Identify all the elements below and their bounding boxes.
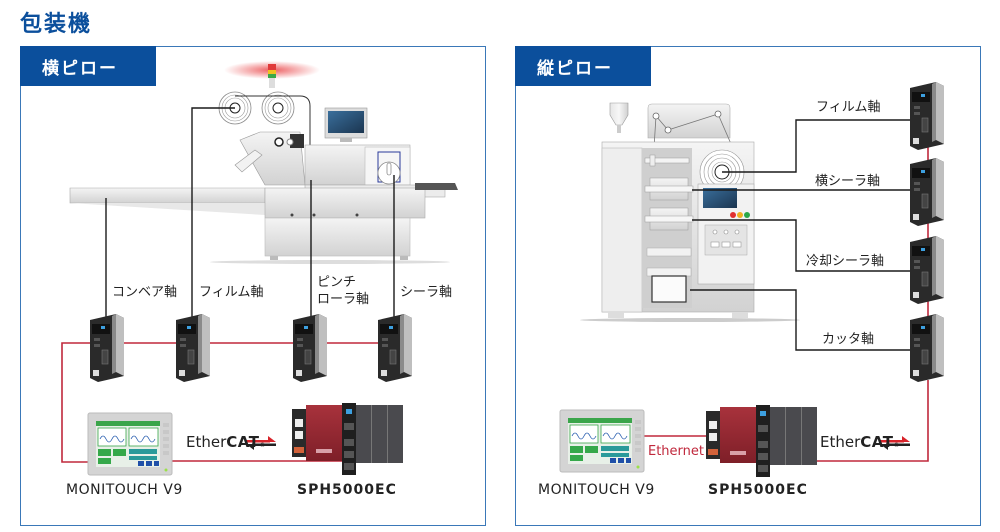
cooling-sealer-axis-line <box>692 219 910 272</box>
ethernet-label: Ethernet <box>648 444 704 459</box>
panel-tab-label: 縦ピロー <box>537 58 613 79</box>
plc-sph5000ec-icon <box>291 402 404 476</box>
ethercat-logo-prefix: Ether <box>820 433 861 451</box>
ethercat-logo-suffix: CAT <box>860 433 894 451</box>
ethercat-logo-suffix: CAT <box>226 433 260 451</box>
hmi-monitouch-icon <box>87 412 173 476</box>
axis-label-cutter: カッタ軸 <box>822 332 875 347</box>
ethercat-logo-mark: ® <box>259 442 266 449</box>
ethercat-logo-prefix: Ether <box>186 433 227 451</box>
servo-amplifier-icon <box>292 313 328 383</box>
machine-monitor-icon <box>703 188 737 208</box>
servo-amplifier-icon <box>89 313 125 383</box>
vertical-pillow-machine <box>580 102 800 322</box>
axis-label-film: フィルム軸 <box>816 100 881 115</box>
vertical-pillow-panel: 縦ピロー <box>515 46 981 526</box>
hmi-label: MONITOUCH V9 <box>66 482 183 498</box>
panel-tab-label: 横ピロー <box>42 58 118 79</box>
panel-tab-vertical-pillow: 縦ピロー <box>515 46 651 86</box>
page-title: 包装機 <box>20 12 93 37</box>
servo-amplifier-icon <box>377 313 413 383</box>
servo-amplifier-icon <box>909 157 945 227</box>
left-ethercat-line-a <box>61 342 97 463</box>
axis-label-line: ローラ軸 <box>317 292 370 307</box>
left-axis-signal-lines <box>105 107 395 318</box>
horizontal-pillow-machine <box>69 61 458 264</box>
ethercat-logo: EtherCAT® <box>820 433 899 451</box>
servo-amplifier-icon <box>909 235 945 305</box>
cutter-axis-line <box>690 289 910 351</box>
plc-sph5000ec-icon <box>705 404 818 478</box>
hmi-label: MONITOUCH V9 <box>538 482 655 498</box>
axis-label-cooling-sealer: 冷却シーラ軸 <box>806 254 885 269</box>
axis-label-line: ピンチ <box>317 275 357 290</box>
axis-label-horizontal-sealer: 横シーラ軸 <box>815 174 881 189</box>
hmi-monitouch-icon <box>559 409 645 473</box>
panel-tab-horizontal-pillow: 横ピロー <box>20 46 156 86</box>
film-axis-line <box>722 119 910 173</box>
servo-amplifier-icon <box>175 313 211 383</box>
ethercat-logo-mark: ® <box>893 442 900 449</box>
machine-monitor-icon <box>324 107 368 142</box>
axis-label-film: フィルム軸 <box>199 285 264 300</box>
ethercat-logo: EtherCAT® <box>186 433 265 451</box>
film-axis-line <box>191 107 235 318</box>
axis-label-conveyor: コンベア軸 <box>112 285 178 300</box>
right-axis-signal-lines <box>690 119 910 351</box>
servo-amplifier-icon <box>909 81 945 151</box>
axis-label-pinch-roller: ピンチ ローラ軸 <box>317 274 369 308</box>
plc-label: SPH5000EC <box>708 482 808 498</box>
plc-label: SPH5000EC <box>297 482 397 498</box>
horizontal-pillow-panel: 横ピロー <box>20 46 486 526</box>
axis-label-sealer: シーラ軸 <box>400 285 453 300</box>
signal-tower-icon <box>268 64 276 88</box>
servo-amplifier-icon <box>909 313 945 383</box>
